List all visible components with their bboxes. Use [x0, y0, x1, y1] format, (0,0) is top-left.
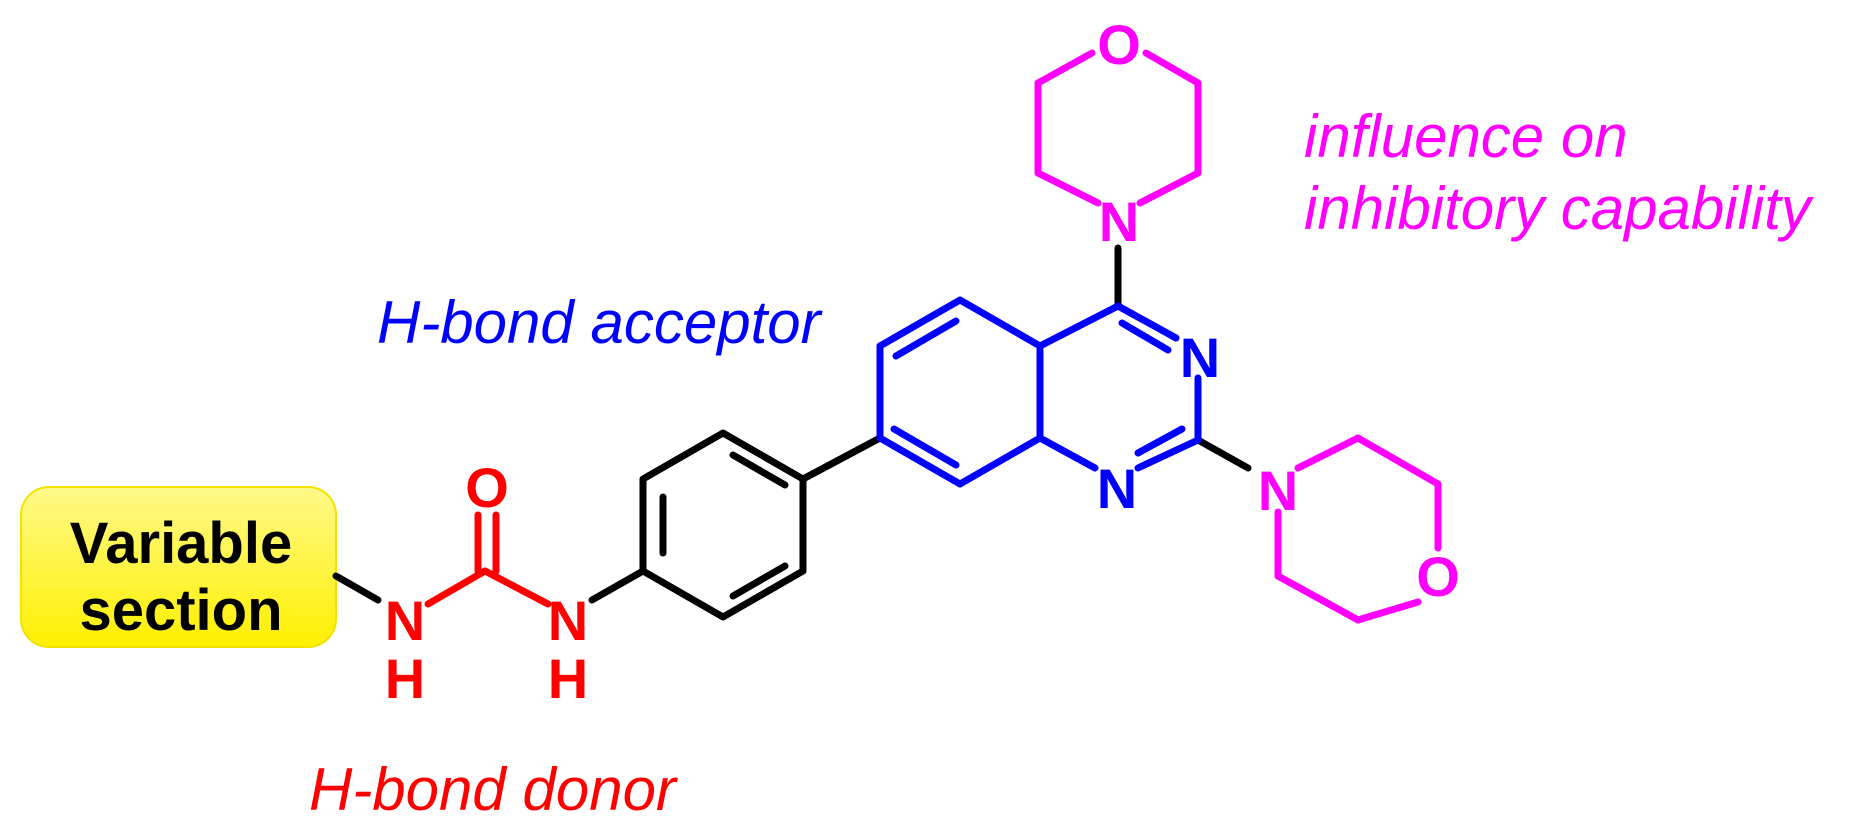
- urea-bonds: [424, 511, 552, 608]
- urea-hydrogen-right: H: [548, 647, 588, 710]
- variable-label: Variable: [70, 511, 292, 576]
- section-label: section: [79, 578, 282, 643]
- influence-annotation-line2: inhibitory capability: [1304, 175, 1815, 242]
- top-morpholine-nitrogen: N: [1099, 190, 1139, 253]
- right-morpholine-nitrogen: N: [1258, 459, 1298, 522]
- urea-nitrogen-left: N: [385, 589, 425, 652]
- influence-annotation-line1: influence on: [1304, 103, 1628, 170]
- hbond-acceptor-annotation: H-bond acceptor: [377, 289, 823, 356]
- urea-nitrogen-right: N: [548, 589, 588, 652]
- atom-labels: O N H N H N N N O N O: [385, 13, 1460, 710]
- urea-oxygen: O: [465, 456, 509, 519]
- core-bonds: [332, 244, 1252, 621]
- quinazoline-n3: N: [1180, 326, 1220, 389]
- hbond-donor-annotation: H-bond donor: [309, 756, 678, 823]
- quinazoline-n1: N: [1097, 457, 1137, 520]
- variable-section-box: Variable section: [20, 486, 337, 648]
- morpholine-bonds: [1034, 49, 1442, 624]
- top-morpholine-oxygen: O: [1097, 13, 1141, 76]
- quinazoline-bonds: [876, 296, 1202, 488]
- urea-hydrogen-left: H: [385, 647, 425, 710]
- right-morpholine-oxygen: O: [1416, 545, 1460, 608]
